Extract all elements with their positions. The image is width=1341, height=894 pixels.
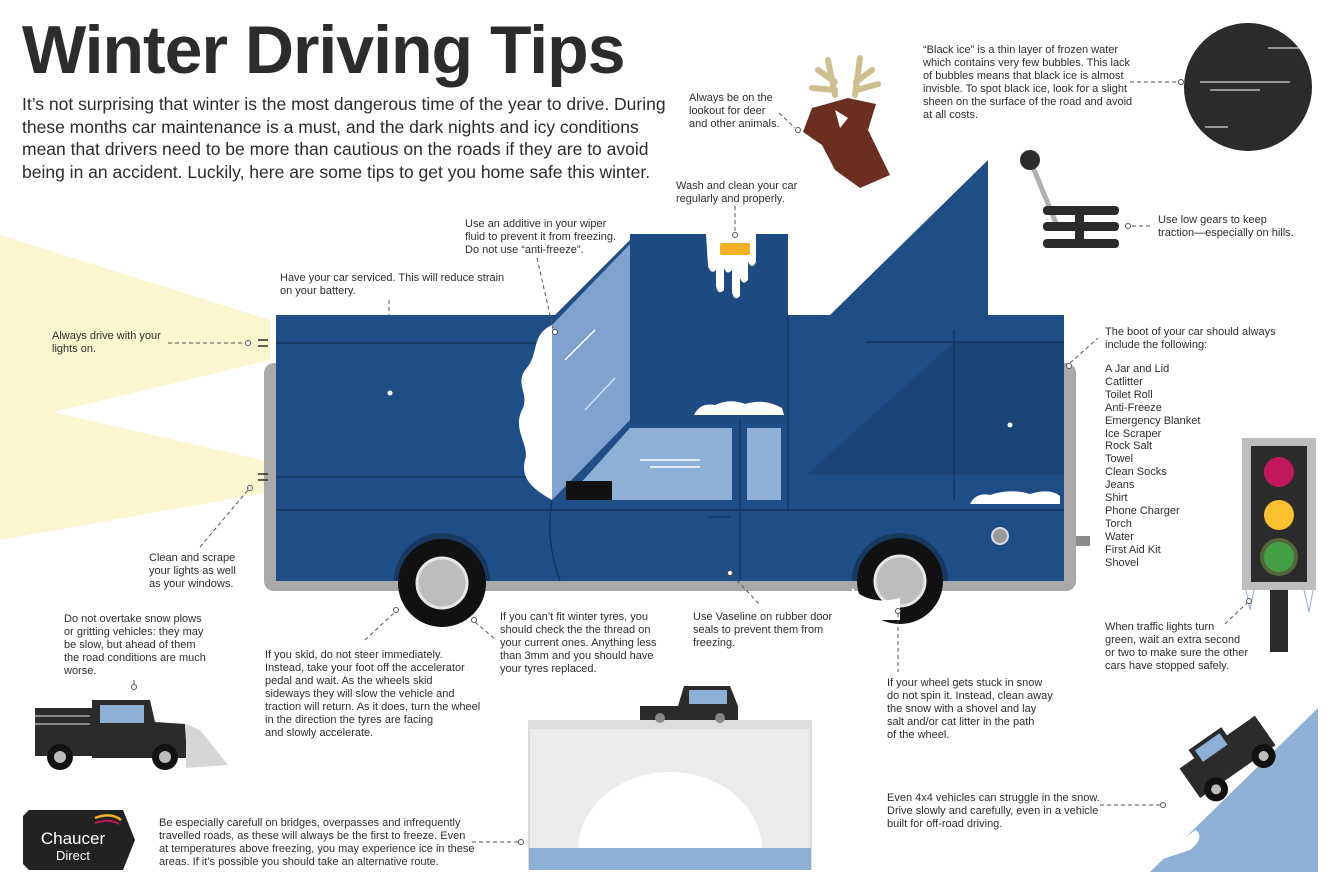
front-wheel <box>394 533 490 627</box>
page-title: Winter Driving Tips <box>22 12 626 88</box>
boot-item: Jeans <box>1105 479 1135 492</box>
tip-traffic-lights: When traffic lights turn green, wait an … <box>1105 621 1249 672</box>
boot-item: Clean Socks <box>1105 466 1167 479</box>
boot-item: Ice Scraper <box>1105 427 1162 440</box>
logo-badge-icon <box>23 810 135 870</box>
deer-illustration <box>803 55 890 188</box>
chaucer-direct-logo: Chaucer Direct <box>23 810 135 870</box>
tip-scrape-lights: Clean and scrape your lights as well as … <box>149 552 236 590</box>
tip-low-gears: Use low gears to keep traction—especiall… <box>1158 214 1294 239</box>
intro-paragraph: It’s not surprising that winter is the m… <box>22 94 666 182</box>
bridge-illustration <box>528 686 812 870</box>
tip-black-ice: “Black ice” is a thin layer of frozen wa… <box>923 44 1133 121</box>
leader-dots <box>131 79 1252 845</box>
hill-4x4-illustration <box>1150 708 1318 872</box>
tip-4x4: Even 4x4 vehicles can struggle in the sn… <box>887 792 1100 830</box>
headlight-beam-lower <box>0 400 270 540</box>
boot-item: Rock Salt <box>1105 440 1153 453</box>
boot-item: Phone Charger <box>1105 504 1180 517</box>
boot-item: Water <box>1105 530 1134 543</box>
leader-lines <box>133 81 1248 843</box>
rear-wheel <box>852 533 948 624</box>
car-illustration <box>258 160 1090 591</box>
boot-items-list: A Jar and Lid Catlitter Toilet Roll Anti… <box>1105 363 1200 570</box>
snow-plow-illustration <box>35 700 228 770</box>
tip-vaseline: Use Vaseline on rubber door seals to pre… <box>693 611 833 649</box>
tip-wash-car: Wash and clean your car regularly and pr… <box>676 180 798 205</box>
tip-boot-heading: The boot of your car should always inclu… <box>1105 326 1276 351</box>
tip-skid: If you skid, do not steer immediately. I… <box>265 649 481 739</box>
boot-item: Towel <box>1105 453 1134 466</box>
headlight-beam-upper <box>0 235 270 425</box>
black-ice-illustration <box>1184 23 1312 151</box>
gear-stick-illustration <box>1020 150 1119 248</box>
boot-item: First Aid Kit <box>1105 543 1161 556</box>
boot-item: Catlitter <box>1105 375 1143 388</box>
logo-line1: Chaucer <box>40 829 106 848</box>
boot-item: A Jar and Lid <box>1105 363 1170 375</box>
boot-item: Shovel <box>1105 556 1139 569</box>
tip-tyres: If you can’t fit winter tyres, you shoul… <box>500 611 657 675</box>
boot-item: Shirt <box>1105 492 1128 505</box>
boot-item: Toilet Roll <box>1105 388 1153 401</box>
tip-wiper-additive: Use an additive in your wiper fluid to p… <box>465 218 617 256</box>
tip-lights-on: Always drive with your lights on. <box>52 330 161 355</box>
tip-bridges: Be especially carefull on bridges, overp… <box>159 817 475 868</box>
boot-item: Torch <box>1105 517 1132 530</box>
tip-wheel-stuck: If your wheel gets stuck in snow do not … <box>887 677 1053 741</box>
boot-item: Anti-Freeze <box>1105 401 1162 414</box>
boot-item: Emergency Blanket <box>1105 414 1201 427</box>
tip-deer: Always be on the lookout for deer and ot… <box>689 92 780 130</box>
tip-car-serviced: Have your car serviced. This will reduce… <box>280 272 505 297</box>
tip-no-overtaking: Do not overtake snow plows or gritting v… <box>64 613 206 677</box>
traffic-light-illustration <box>1242 438 1316 652</box>
logo-line2: Direct <box>56 848 90 863</box>
